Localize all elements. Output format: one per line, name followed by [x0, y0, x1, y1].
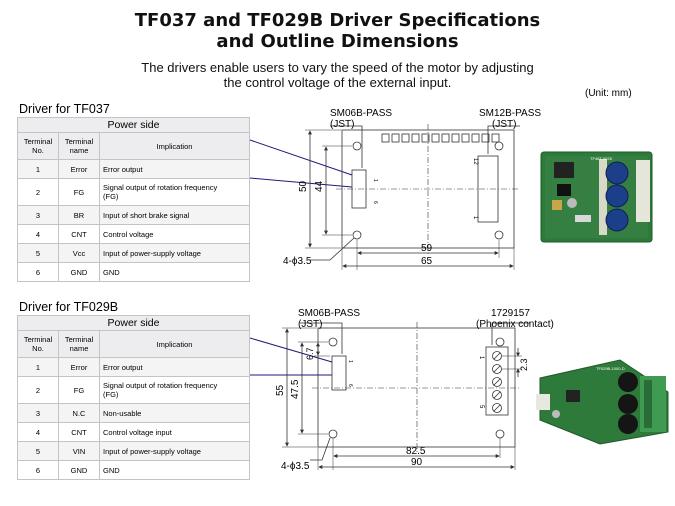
tf029b-pin-5-right: 5	[478, 405, 484, 409]
tf029b-dim-width-inner: 82.5	[406, 446, 426, 457]
unit-note: (Unit: mm)	[585, 88, 632, 99]
tf029b-pin-1-right: 1	[478, 356, 484, 360]
tf037-pin-1-right: 1	[472, 216, 478, 220]
table-row: 5 Vcc Input of power-supply voltage	[17, 243, 250, 263]
tf029b-board-outline	[317, 327, 516, 448]
mount-hole	[494, 141, 504, 151]
cell-name: FG	[58, 376, 100, 404]
cell-implication: GND	[99, 262, 250, 282]
cell-implication: Error output	[99, 159, 250, 179]
tf037-hole-label: 4-ϕ3.5	[283, 256, 312, 267]
cell-name: BR	[58, 205, 100, 225]
tf037-pin-6: 6	[372, 201, 378, 204]
cell-implication: Input of short brake signal	[99, 205, 250, 225]
tf029b-section-label: Driver for TF029B	[19, 300, 119, 314]
tf029b-conn-right-sub: (Phoenix contact)	[476, 319, 554, 330]
tf037-conn-right-jst: (JST)	[492, 119, 516, 130]
page-title: TF037 and TF029B Driver Specifications a…	[0, 10, 675, 52]
table-row: 3 N.C Non-usable	[17, 403, 250, 423]
tf037-section-label: Driver for TF037	[19, 102, 110, 116]
tf029b-pin-1: 1	[347, 360, 353, 363]
table-row: 2 FG Signal output of rotation frequency…	[17, 178, 250, 206]
tf037-conn-right-label: SM12B-PASS	[479, 108, 541, 119]
tf029b-dim-small: 6.7	[305, 347, 315, 360]
cell-implication: Non-usable	[99, 403, 250, 423]
tf029b-dim-height-outer: 55	[275, 384, 286, 396]
tf029b-photo-label: TF029B-1000-D	[596, 366, 625, 371]
tf037-board-photo: TF48T-0026	[540, 151, 653, 243]
table-row: 6 GND GND	[17, 460, 250, 480]
tf029b-board-photo: TF029B-1000-D	[536, 359, 669, 445]
mount-hole	[495, 429, 505, 439]
tf029b-dim-pitch: 2.3	[519, 358, 529, 371]
table-row: 4 CNT Control voltage	[17, 224, 250, 244]
mount-hole	[494, 230, 504, 240]
mount-hole	[352, 141, 362, 151]
tf029b-terminal-block	[485, 346, 509, 416]
table-row: 4 CNT Control voltage input	[17, 422, 250, 442]
tf029b-dim-width-outer: 90	[411, 457, 423, 468]
subtitle-line-2: the control voltage of the external inpu…	[223, 75, 452, 90]
tf037-pin-1: 1	[372, 179, 378, 182]
tf037-conn-left-jst: (JST)	[330, 119, 354, 130]
tf029b-conn-right-label: 1729157	[491, 308, 530, 319]
cell-implication: GND	[99, 460, 250, 480]
tf037-dimension-labels: SM06B-PASS (JST) SM12B-PASS (JST) 50 44 …	[283, 108, 541, 267]
tf029b-dim-height-inner: 47.5	[290, 379, 301, 399]
power-side-header: Power side	[17, 315, 250, 331]
tf037-outline-drawing	[249, 124, 520, 270]
mount-hole	[495, 337, 505, 347]
tf037-dim-height-inner: 44	[314, 180, 325, 192]
tf037-top-pin-row	[381, 133, 500, 143]
subtitle-line-1: The drivers enable users to vary the spe…	[141, 60, 534, 75]
tf037-left-connector	[351, 169, 367, 209]
tf037-dim-width-inner: 59	[421, 243, 433, 254]
tf037-pin-12: 12	[472, 158, 478, 165]
tf037-photo-label: TF48T-0026	[590, 156, 613, 161]
cell-name: GND	[58, 262, 100, 282]
mount-hole	[328, 429, 338, 439]
tf029b-left-connector	[331, 355, 347, 391]
cell-name: VIN	[58, 441, 100, 461]
tf029b-conn-left-jst: (JST)	[298, 319, 322, 330]
table-row: 2 FG Signal output of rotation frequency…	[17, 376, 250, 404]
subtitle: The drivers enable users to vary the spe…	[0, 60, 675, 90]
title-line-2: and Outline Dimensions	[216, 31, 459, 52]
cell-implication: Input of power-supply voltage	[99, 243, 250, 263]
cell-implication: Signal output of rotation frequency(FG)	[99, 178, 250, 206]
tf029b-outline-drawing	[249, 322, 530, 470]
tf029b-hole-label: 4-ϕ3.5	[281, 461, 310, 472]
tf029b-conn-left-label: SM06B-PASS	[298, 308, 360, 319]
tf029b-pin-6: 6	[347, 384, 353, 387]
cell-no: 3	[17, 205, 59, 225]
tf037-dim-height-outer: 50	[298, 180, 309, 192]
tf029b-screw-terminals	[492, 351, 502, 413]
tf029b-dimension-labels: SM06B-PASS (JST) 1729157 (Phoenix contac…	[275, 308, 554, 472]
mount-hole	[328, 337, 338, 347]
tf037-right-connector	[477, 155, 499, 223]
table-row: 3 BR Input of short brake signal	[17, 205, 250, 225]
tf037-dim-width-outer: 65	[421, 256, 433, 267]
mount-hole	[352, 230, 362, 240]
power-side-header: Power side	[17, 117, 250, 133]
table-row: 6 GND GND	[17, 262, 250, 282]
table-row: 1 Error Error output	[17, 159, 250, 179]
cell-name: Error	[58, 357, 100, 377]
cell-implication: Signal output of rotation frequency(FG)	[99, 376, 250, 404]
table-row: 5 VIN Input of power-supply voltage	[17, 441, 250, 461]
tf037-conn-left-label: SM06B-PASS	[330, 108, 392, 119]
title-line-1: TF037 and TF029B Driver Specifications	[134, 10, 541, 31]
